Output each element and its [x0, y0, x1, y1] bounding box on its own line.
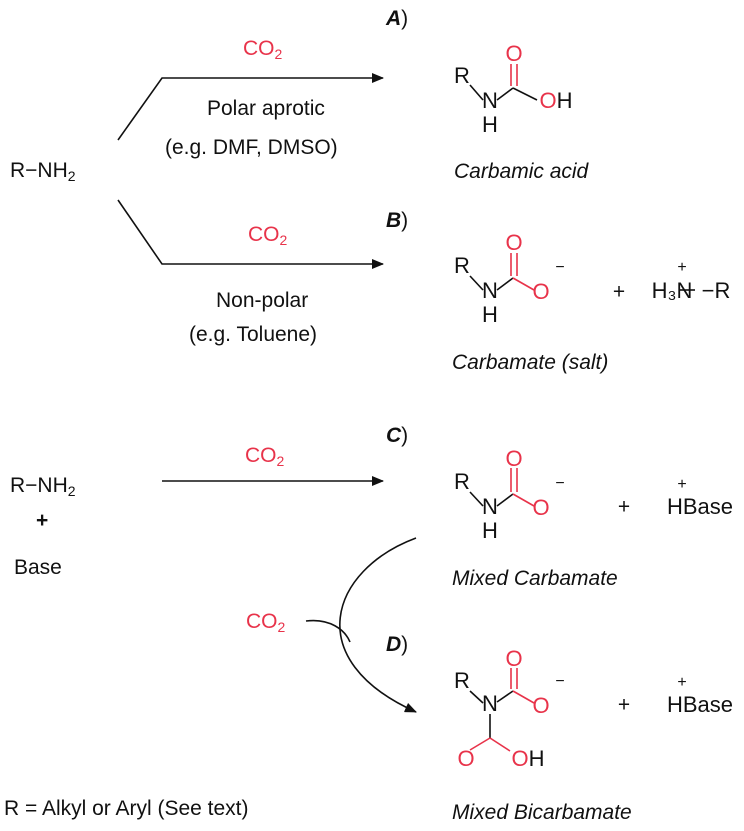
atom-n-b: N [482, 278, 498, 303]
atom-o-d-carbonyl: O [457, 746, 475, 771]
plus-c: + [617, 495, 631, 519]
label-c: C) [386, 424, 409, 447]
co2-label-d: CO2 [246, 610, 286, 635]
charge-minus-d: − [555, 673, 565, 690]
name-carbamate-salt: Carbamate (salt) [452, 351, 609, 374]
curved-arrow-c-to-d [339, 537, 417, 713]
charge-minus-c: − [555, 475, 565, 492]
atom-oh-d: OH [511, 746, 545, 771]
condition-b-line2: (e.g. Toluene) [189, 323, 318, 346]
ammonium-h3n: H₃N [651, 278, 693, 303]
atom-r-c: R [454, 469, 470, 494]
co2-feed-line [305, 619, 351, 643]
name-carbamic-acid: Carbamic acid [454, 160, 589, 183]
atom-h-b: H [482, 302, 498, 327]
structure-c-bonds [469, 468, 535, 507]
atom-r-d: R [454, 668, 470, 693]
charge-plus-c: + [677, 476, 687, 493]
structure-d-bonds [469, 668, 535, 752]
plus-b: + [612, 280, 626, 304]
atom-o-b-anion: O [532, 279, 550, 304]
arrow-route-b [117, 199, 384, 269]
atom-h-c: H [482, 518, 498, 543]
atom-r-a: R [454, 63, 470, 88]
hbase-d: HBase [666, 692, 734, 717]
co2-label-c: CO2 [245, 444, 285, 469]
structure-a-bonds [469, 64, 538, 101]
atom-r-b: R [454, 253, 470, 278]
atom-o-a: O [505, 41, 523, 66]
amine-label-top: R−NH2 [10, 159, 76, 184]
charge-plus-d: + [677, 674, 687, 691]
name-mixed-bicarbamate: Mixed Bicarbamate [452, 801, 632, 824]
co2-label-b: CO2 [248, 223, 288, 248]
atom-o-b-top: O [505, 230, 523, 255]
charge-minus-b: − [555, 259, 565, 276]
atom-oh-a: OH [539, 88, 573, 113]
condition-a-line1: Polar aprotic [207, 97, 325, 120]
atom-h-a: H [482, 112, 498, 137]
label-a: A) [386, 7, 409, 30]
co2-label-a: CO2 [243, 37, 283, 62]
charge-plus-ammonium: + [677, 259, 687, 276]
name-mixed-carbamate: Mixed Carbamate [452, 567, 618, 590]
arrow-route-a [117, 73, 384, 141]
condition-a-line2: (e.g. DMF, DMSO) [165, 136, 338, 159]
atom-o-c-top: O [505, 446, 523, 471]
plus-d: + [617, 693, 631, 717]
structure-b-bonds [469, 253, 535, 291]
ammonium-r: −R [701, 278, 731, 303]
base-label: Base [14, 556, 62, 579]
label-b: B) [386, 209, 409, 232]
condition-b-line1: Non-polar [216, 289, 309, 312]
atom-o-c-anion: O [532, 495, 550, 520]
atom-n-c: N [482, 494, 498, 519]
hbase-c: HBase [666, 494, 734, 519]
footnote-r-definition: R = Alkyl or Aryl (See text) [4, 797, 249, 820]
atom-n-d: N [482, 691, 498, 716]
atom-o-d-anion: O [532, 693, 550, 718]
atom-n-a: N [482, 88, 498, 113]
atom-o-d-top: O [505, 646, 523, 671]
amine-label-bottom: R−NH2 [10, 474, 76, 499]
plus-sign: + [36, 509, 49, 532]
label-d: D) [386, 633, 409, 656]
